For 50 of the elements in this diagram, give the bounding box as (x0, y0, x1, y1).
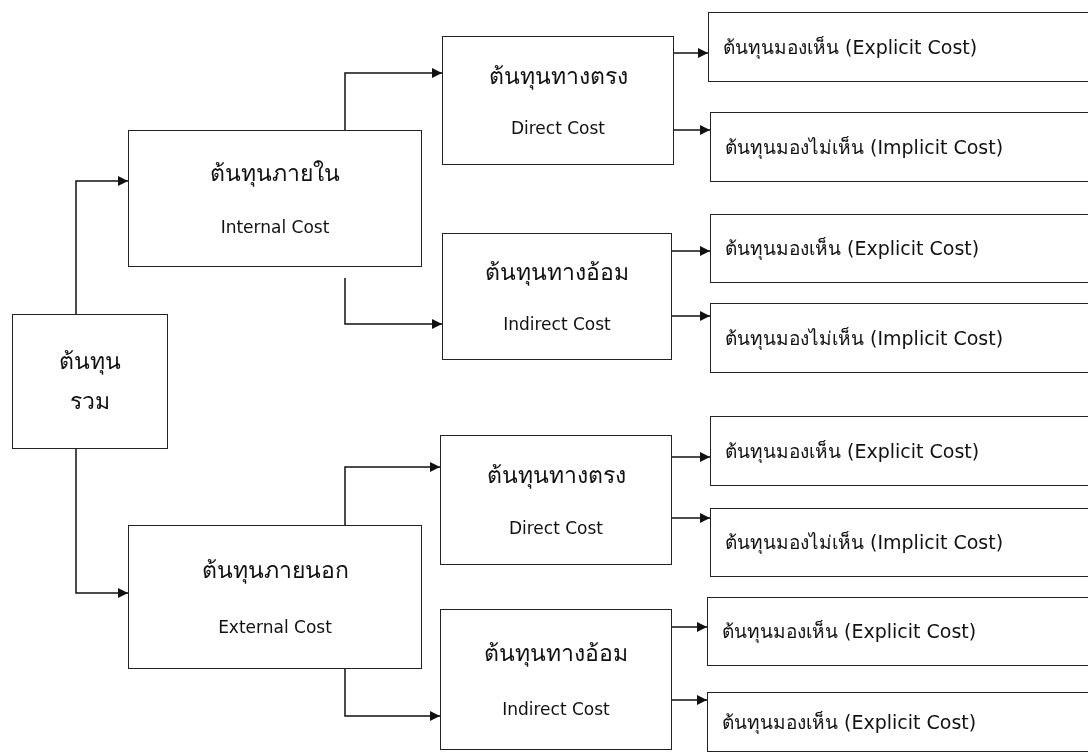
cost-box (707, 597, 1088, 666)
box-label: ต้นทุนมองเห็น (Explicit Cost) (725, 236, 980, 261)
box-subtitle: Direct Cost (508, 516, 604, 539)
cost-box (710, 112, 1088, 182)
box-subtitle: External Cost (218, 615, 332, 638)
box-title: ต้นทุนทางตรง (486, 461, 626, 491)
cost-box (710, 508, 1088, 577)
cost-box (707, 692, 1088, 752)
arrow (673, 125, 711, 135)
cost-box (710, 214, 1088, 283)
cost-box (710, 303, 1088, 373)
arrow (75, 176, 129, 315)
cost-box (440, 609, 672, 750)
box-label: ต้นทุนมองเห็น (Explicit Cost) (725, 438, 980, 464)
arrow (75, 448, 129, 598)
cost-box (442, 233, 672, 360)
box-label: ต้นทุนมองไม่เห็น (Implicit Cost) (725, 325, 1004, 351)
arrow (344, 462, 441, 526)
box-title: ต้นทุนทางตรง (488, 62, 628, 92)
cost-box (710, 416, 1088, 486)
box-label: ต้นทุนมองไม่เห็น (Implicit Cost) (725, 134, 1004, 160)
cost-box (442, 36, 674, 165)
box-label: ต้นทุนรวม (58, 347, 122, 416)
arrow (344, 668, 441, 721)
box-subtitle: Internal Cost (220, 216, 330, 239)
box-label: ต้นทุนมองเห็น (Explicit Cost) (722, 619, 977, 644)
box-label: ต้นทุนมองเห็น (Explicit Cost) (723, 34, 978, 60)
box-title: ต้นทุนทางอ้อม (485, 258, 629, 288)
box-label: ต้นทุนมองไม่เห็น (Implicit Cost) (725, 530, 1004, 555)
arrow (344, 277, 443, 329)
arrow (671, 695, 708, 705)
cost-box (708, 12, 1088, 82)
arrow (671, 513, 711, 523)
box-title: ต้นทุนภายนอก (201, 556, 349, 586)
arrow (344, 68, 443, 131)
box-subtitle: Indirect Cost (502, 697, 610, 720)
arrow (671, 311, 711, 321)
cost-box (128, 525, 422, 669)
arrow (671, 452, 711, 462)
arrow (671, 622, 708, 632)
box-label: ต้นทุนมองเห็น (Explicit Cost) (722, 709, 977, 735)
box-title: ต้นทุนภายใน (210, 158, 340, 189)
box-title: ต้นทุนทางอ้อม (484, 639, 628, 669)
cost-box (128, 130, 422, 267)
arrow (671, 246, 711, 256)
cost-box (12, 314, 168, 449)
box-subtitle: Direct Cost (510, 116, 606, 139)
box-subtitle: Indirect Cost (503, 312, 611, 335)
arrow (673, 48, 709, 58)
cost-box (440, 435, 672, 565)
